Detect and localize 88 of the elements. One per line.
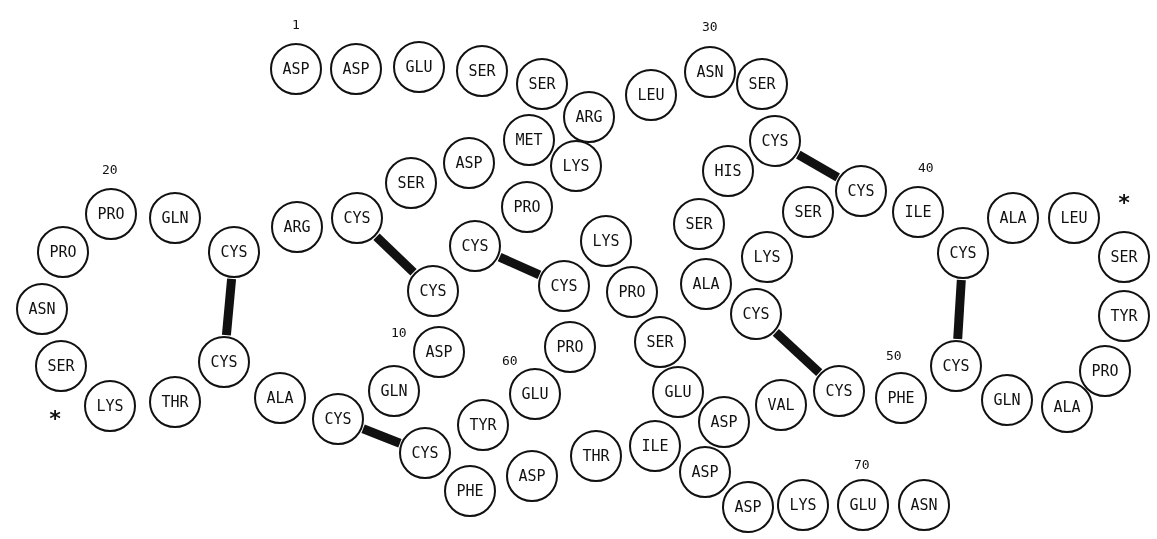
disulfide-bond (361, 424, 402, 448)
residue-circle: ILE (629, 420, 681, 472)
residue-circle: LYS (550, 140, 602, 192)
residue-circle: LEU (625, 69, 677, 121)
residue-circle: ASP (413, 326, 465, 378)
residue-circle: THR (570, 430, 622, 482)
residue-circle: ASP (330, 43, 382, 95)
residue-circle: SER (736, 58, 788, 110)
residue-circle: PRO (606, 266, 658, 318)
residue-circle: ASP (443, 137, 495, 189)
residue-circle: THR (149, 376, 201, 428)
residue-circle: CYS (407, 265, 459, 317)
residue-circle: SER (516, 58, 568, 110)
residue-circle: PHE (875, 372, 927, 424)
residue-circle: PRO (501, 181, 553, 233)
residue-circle: SER (385, 157, 437, 209)
residue-circle: ALA (987, 192, 1039, 244)
residue-circle: SER (634, 316, 686, 368)
residue-circle: ALA (680, 258, 732, 310)
residue-circle: TYR (1098, 290, 1150, 342)
residue-circle: CYS (208, 226, 260, 278)
residue-circle: GLU (837, 479, 889, 531)
residue-circle: SER (456, 45, 508, 97)
residue-circle: CYS (835, 165, 887, 217)
residue-circle: ASN (684, 46, 736, 98)
residue-circle: ALA (254, 372, 306, 424)
residue-circle: SER (35, 340, 87, 392)
residue-number: 10 (391, 325, 407, 339)
residue-circle: CYS (538, 260, 590, 312)
residue-circle: ARG (271, 201, 323, 253)
residue-circle: LEU (1048, 192, 1100, 244)
residue-circle: ALA (1041, 381, 1093, 433)
residue-number: 70 (854, 457, 870, 471)
residue-circle: LYS (84, 380, 136, 432)
residue-number: 1 (292, 17, 300, 31)
disulfide-bond (772, 329, 823, 376)
footnote-mark: * (1117, 192, 1131, 214)
residue-number: 60 (502, 353, 518, 367)
residue-circle: LYS (741, 231, 793, 283)
residue-circle: ASP (506, 450, 558, 502)
residue-circle: CYS (930, 340, 982, 392)
residue-circle: PRO (85, 188, 137, 240)
residue-circle: ASN (898, 479, 950, 531)
residue-circle: MET (503, 114, 555, 166)
residue-circle: ASP (698, 396, 750, 448)
residue-circle: ASP (679, 446, 731, 498)
residue-number: 50 (886, 348, 902, 362)
residue-circle: ASP (722, 481, 774, 533)
residue-circle: GLN (368, 365, 420, 417)
residue-circle: LYS (777, 479, 829, 531)
residue-circle: SER (782, 186, 834, 238)
residue-circle: CYS (312, 393, 364, 445)
residue-circle: VAL (755, 379, 807, 431)
residue-circle: GLN (981, 374, 1033, 426)
disulfide-bond (221, 278, 237, 336)
residue-circle: SER (1098, 231, 1150, 283)
residue-circle: GLN (149, 192, 201, 244)
residue-circle: ARG (563, 91, 615, 143)
residue-circle: PRO (544, 321, 596, 373)
residue-circle: CYS (730, 288, 782, 340)
residue-circle: SER (673, 198, 725, 250)
residue-number: 20 (102, 162, 118, 176)
residue-circle: CYS (449, 220, 501, 272)
residue-circle: CYS (937, 227, 989, 279)
residue-circle: ILE (892, 186, 944, 238)
residue-circle: PRO (1079, 345, 1131, 397)
disulfide-bond (373, 233, 417, 276)
residue-circle: CYS (331, 192, 383, 244)
residue-circle: CYS (198, 336, 250, 388)
residue-circle: GLU (652, 366, 704, 418)
residue-circle: CYS (399, 427, 451, 479)
footnote-mark: * (48, 408, 62, 430)
residue-circle: ASP (270, 43, 322, 95)
residue-number: 40 (918, 160, 934, 174)
residue-circle: GLU (393, 41, 445, 93)
residue-circle: ASN (16, 283, 68, 335)
residue-circle: GLU (509, 368, 561, 420)
disulfide-bond (953, 279, 966, 340)
residue-circle: TYR (457, 399, 509, 451)
residue-circle: PRO (37, 226, 89, 278)
residue-number: 30 (702, 19, 718, 33)
disulfide-bond (497, 253, 542, 279)
residue-circle: CYS (749, 115, 801, 167)
residue-circle: PHE (444, 465, 496, 517)
residue-circle: CYS (813, 365, 865, 417)
disulfide-bond (796, 150, 840, 182)
residue-circle: HIS (702, 145, 754, 197)
residue-circle: LYS (580, 215, 632, 267)
